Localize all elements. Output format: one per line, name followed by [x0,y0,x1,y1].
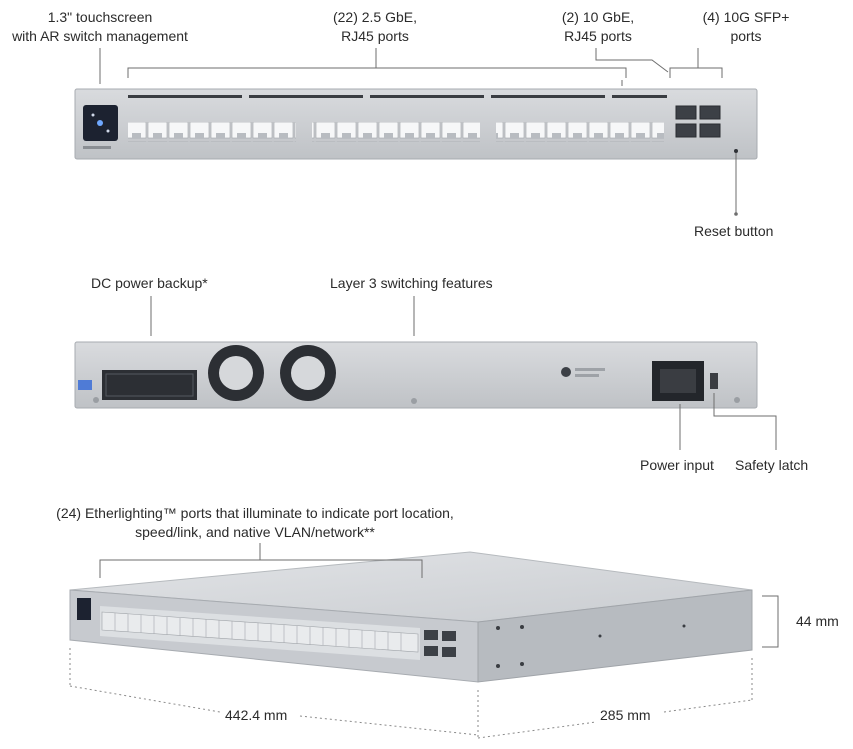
dc-power-backup-label: DC power backup* [91,275,208,291]
width-dimension-label: 442.4 mm [225,707,288,723]
layer3-label: Layer 3 switching features [330,275,493,291]
rj45-10g-ports [622,122,664,142]
safety-latch [710,373,718,389]
depth-dimension-label: 285 mm [600,707,651,723]
front-callouts [99,48,737,214]
front-view [74,88,758,160]
iso-callouts [99,543,779,648]
ports-25gbe-label: (22) 2.5 GbE, RJ45 ports [332,9,418,44]
height-dimension-label: 44 mm [796,613,839,629]
rear-view [74,341,758,409]
rj45-port-group-2 [312,122,480,142]
isometric-view [69,551,753,683]
rear-callouts [150,296,777,450]
rj45-port-group-3 [496,122,622,142]
sfp-ports [675,105,721,138]
iso-ports [101,611,419,653]
power-input-label: Power input [640,457,714,473]
safety-latch-label: Safety latch [735,457,809,473]
ubiquiti-logo [561,367,571,377]
etherlighting-label: (24) Etherlighting™ ports that illuminat… [56,505,454,540]
touchscreen-label: 1.3" touchscreen with AR switch manageme… [12,9,188,44]
dc-power-connector [102,370,197,400]
dimension-lines [69,648,753,739]
rj45-port-group-1 [128,122,296,142]
ports-sfp-label: (4) 10G SFP+ ports [702,9,790,44]
reset-button [734,149,738,153]
ports-10gbe-label: (2) 10 GbE, RJ45 ports [561,9,635,44]
iso-side [477,589,753,683]
reset-button-label: Reset button [694,223,774,239]
